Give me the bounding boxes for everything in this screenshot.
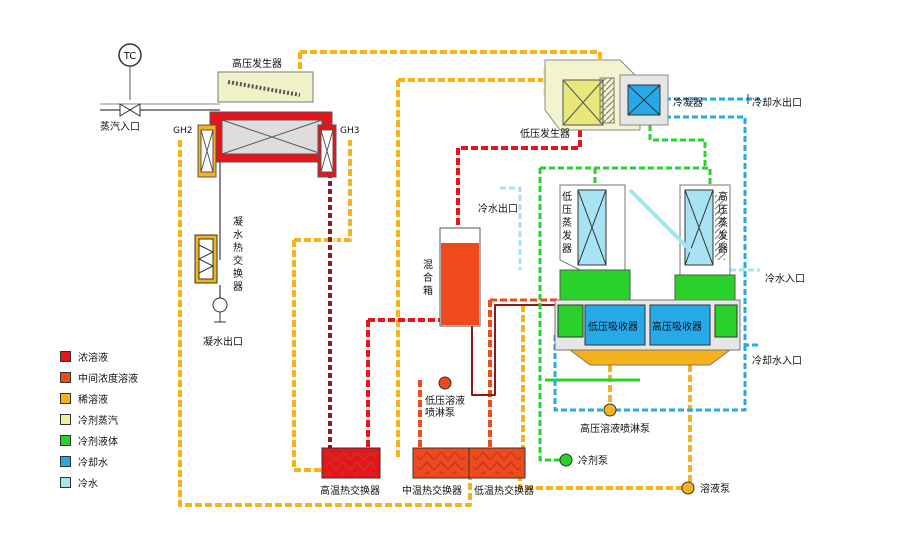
legend-swatch	[60, 393, 71, 404]
legend-label: 浓溶液	[78, 353, 108, 364]
chilled-water-outlet-label: 冷水出口	[478, 202, 518, 215]
legend-swatch	[60, 351, 71, 362]
legend-item: 中间浓度溶液	[60, 367, 138, 388]
legend-item: 冷剂液体	[60, 430, 138, 451]
lp-evaporator-label: 低压蒸发器	[562, 190, 572, 255]
legend-item: 稀溶液	[60, 388, 138, 409]
legend-swatch	[60, 477, 71, 488]
legend-label: 冷却水	[78, 458, 108, 469]
legend-label: 冷剂蒸汽	[78, 416, 118, 427]
condenser-label: 冷凝器	[673, 96, 703, 109]
legend-item: 冷水	[60, 472, 138, 493]
legend-swatch	[60, 435, 71, 446]
lt-heat-exchanger	[468, 447, 526, 479]
legend-label: 中间浓度溶液	[78, 374, 138, 385]
lt-hx-label: 低温热交换器	[474, 484, 534, 497]
condensate-gauge-icon	[212, 297, 228, 313]
legend-label: 稀溶液	[78, 395, 108, 406]
lp-generator	[544, 59, 641, 131]
cooling-water-inlet-label: 冷却水入口	[752, 354, 802, 367]
legend: 浓溶液中间浓度溶液稀溶液冷剂蒸汽冷剂液体冷却水冷水	[60, 346, 138, 493]
tc-label: TC	[123, 51, 137, 62]
refrigerant-pump-icon	[559, 453, 573, 467]
condensate-outlet-label: 凝水出口	[203, 335, 243, 348]
legend-swatch	[60, 456, 71, 467]
solution-pump-icon	[681, 481, 695, 495]
condensate-heat-exchanger	[194, 234, 218, 284]
chilled-water-inlet-label: 冷水入口	[765, 272, 805, 285]
legend-label: 冷水	[78, 479, 98, 490]
mt-heat-exchanger	[412, 447, 470, 479]
legend-item: 浓溶液	[60, 346, 138, 367]
lp-spray-pump-icon	[438, 376, 452, 390]
legend-swatch	[60, 372, 71, 383]
hp-generator	[197, 71, 337, 178]
evaporator-absorber-shell	[554, 184, 741, 366]
tc-controller-icon	[118, 43, 142, 67]
hp-evaporator-label: 高压蒸发器	[718, 190, 728, 255]
legend-label: 冷剂液体	[78, 437, 118, 448]
condenser	[619, 74, 669, 126]
hp-generator-label: 高压发生器	[232, 57, 282, 70]
mt-hx-label: 中温热交换器	[402, 484, 462, 497]
ht-hx-label: 高温热交换器	[320, 484, 380, 497]
steam-valve-icon	[119, 103, 141, 117]
gh3-label: GH3	[340, 126, 359, 136]
hp-absorber-label: 高压吸收器	[652, 320, 702, 333]
steam-inlet-label: 蒸汽入口	[100, 120, 140, 133]
hp-spray-pump-label: 高压溶液喷淋泵	[580, 422, 650, 435]
legend-item: 冷剂蒸汽	[60, 409, 138, 430]
legend-item: 冷却水	[60, 451, 138, 472]
solution-pump-label: 溶液泵	[700, 482, 730, 495]
hp-spray-pump-icon	[603, 403, 617, 417]
ht-heat-exchanger	[321, 447, 381, 479]
mixing-tank	[439, 227, 481, 327]
lp-absorber-label: 低压吸收器	[588, 320, 638, 333]
lp-spray-pump-label: 低压溶液喷淋泵	[425, 394, 465, 419]
refrigerant-pump-label: 冷剂泵	[578, 454, 608, 467]
mixing-tank-label: 混合箱	[423, 259, 433, 297]
legend-swatch	[60, 414, 71, 425]
condensate-hx-label: 凝水热交换器	[233, 216, 243, 293]
lp-generator-label: 低压发生器	[520, 127, 570, 140]
cooling-water-outlet-label: 冷却水出口	[752, 96, 802, 109]
gh2-label: GH2	[173, 126, 192, 136]
